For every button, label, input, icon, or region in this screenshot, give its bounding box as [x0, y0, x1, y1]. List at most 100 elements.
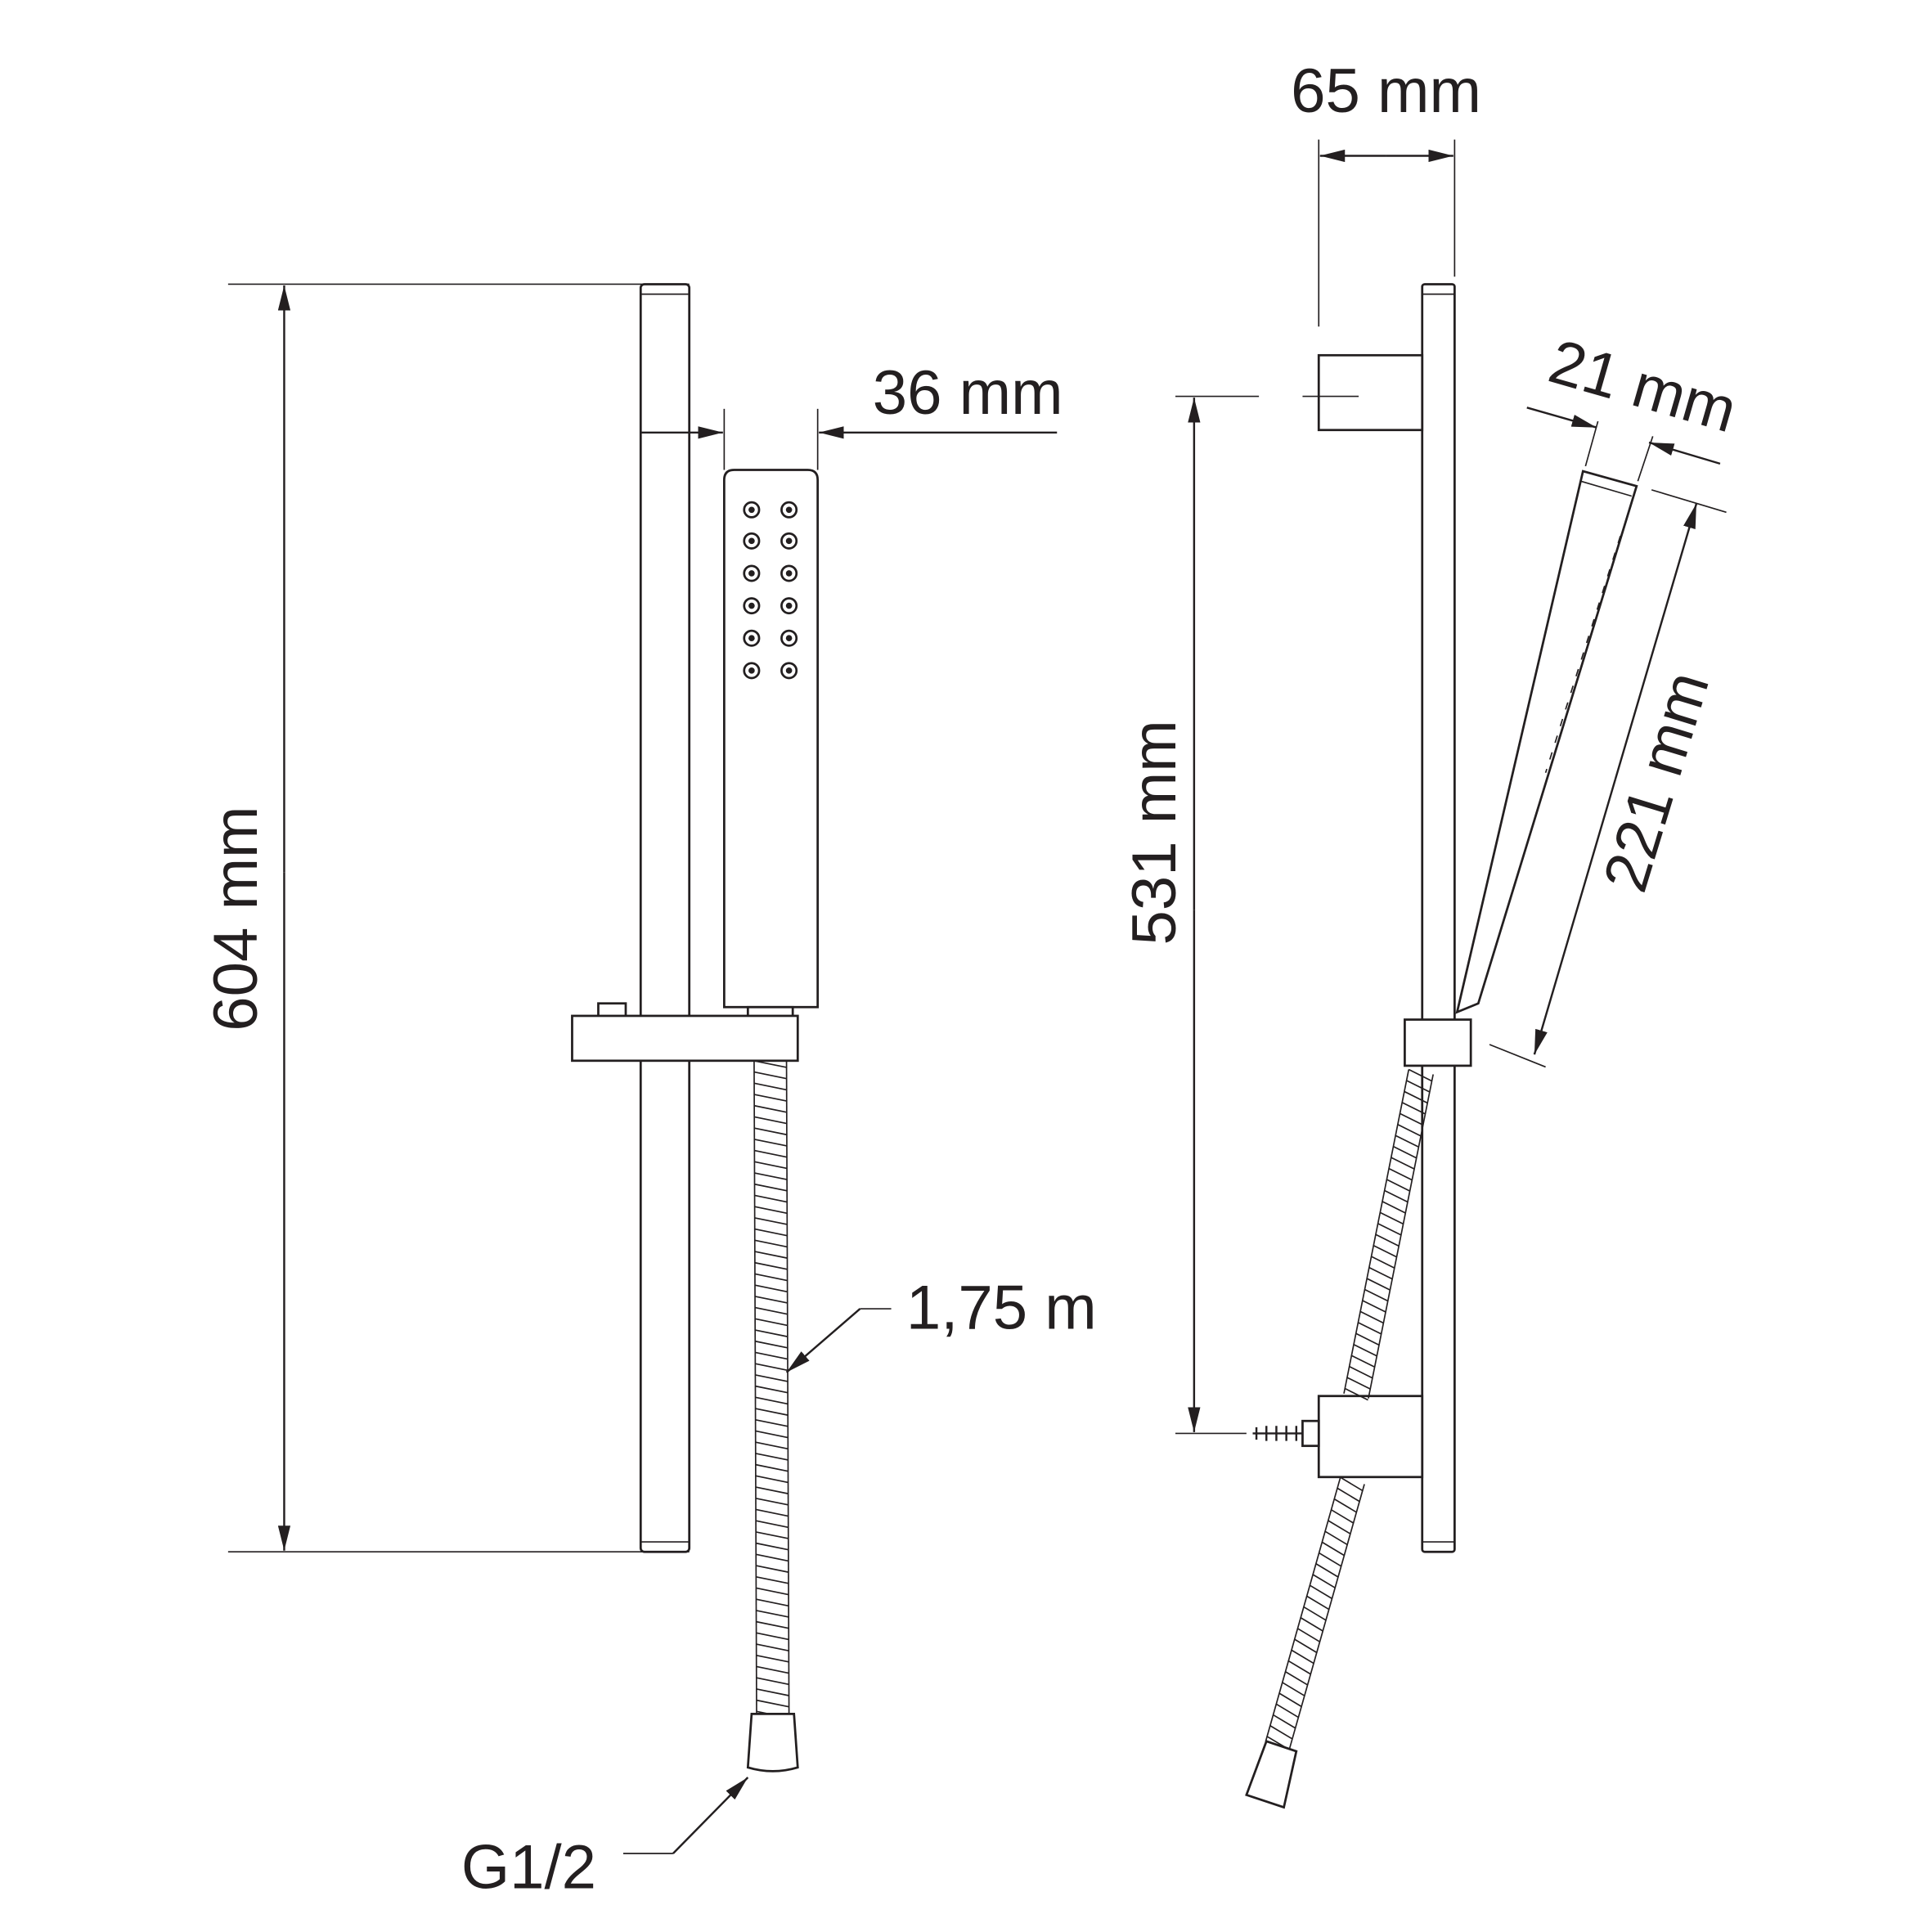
hose-coil — [755, 1374, 789, 1382]
hose-coil — [755, 1520, 789, 1529]
hose-coil — [755, 1497, 789, 1506]
hose-coil — [755, 1531, 789, 1539]
nozzle-hole — [748, 537, 755, 545]
hose-coil — [754, 1251, 788, 1259]
hose-coil — [754, 1284, 788, 1293]
hose-coil — [1315, 1563, 1339, 1578]
hose — [753, 1060, 790, 1719]
bracket-spacing-dimension: 531 mm — [1120, 398, 1247, 1435]
hose-coil — [1406, 1080, 1431, 1093]
hose-coil — [756, 1610, 789, 1618]
hose-coil — [756, 1677, 789, 1686]
hose-coil — [1355, 1332, 1380, 1346]
connection-leader: G1/2 — [461, 1777, 749, 1903]
hose-coil — [1319, 1552, 1342, 1567]
hose-coil — [754, 1296, 788, 1304]
hose-coil — [1303, 1606, 1327, 1621]
depth-dimension: 65 mm — [1291, 56, 1481, 327]
hand-shower-front — [722, 469, 820, 1018]
hose-coil — [1309, 1584, 1332, 1600]
slider-holder — [571, 1002, 799, 1063]
hose-coil — [754, 1273, 788, 1282]
hose-coil — [1331, 1509, 1355, 1524]
hose-coil — [755, 1486, 789, 1494]
hose-edge — [785, 1060, 790, 1714]
hose-coil — [753, 1094, 787, 1102]
hose-edge — [753, 1060, 757, 1714]
hose-coil — [753, 1060, 787, 1068]
hose-coil — [1349, 1365, 1373, 1379]
nozzle-hole — [748, 506, 755, 514]
thickness-dimension: 21 mm — [1526, 326, 1744, 482]
hose-coil — [753, 1082, 787, 1091]
hose-coil — [1324, 1530, 1348, 1546]
front-view: 604 mm 36 mm 1,75 m — [201, 283, 1097, 1903]
slide-rail-side — [1421, 283, 1456, 1553]
hose-coil — [755, 1396, 789, 1405]
hose-coil — [1350, 1355, 1375, 1368]
hose-coil — [755, 1408, 789, 1416]
hose-coil — [1408, 1068, 1432, 1082]
length-label: 221 mm — [1590, 664, 1723, 900]
bottom-wall-bracket — [1252, 1395, 1424, 1479]
hose-edge — [1288, 1484, 1365, 1749]
hose-coil — [755, 1418, 789, 1427]
hose-coil — [754, 1306, 788, 1315]
hose-coil — [754, 1172, 788, 1180]
height-dimension: 604 mm — [201, 283, 690, 1553]
hose-coil — [755, 1351, 789, 1360]
hose-coil — [756, 1553, 789, 1562]
hose-coil — [1391, 1157, 1415, 1170]
hose-coil — [755, 1363, 789, 1372]
nozzle-hole — [785, 537, 793, 545]
hose-length-label: 1,75 m — [906, 1273, 1097, 1342]
hose-coil — [756, 1565, 789, 1573]
hose-length-leader: 1,75 m — [785, 1273, 1097, 1373]
top-wall-bracket — [1175, 353, 1424, 432]
hose-coil — [756, 1542, 789, 1551]
hose-coil — [1346, 1377, 1371, 1390]
hose-coil — [756, 1632, 789, 1641]
width-dimension: 36 mm — [640, 358, 1063, 470]
hose-coil — [1312, 1574, 1336, 1588]
hose-coil — [1333, 1498, 1357, 1513]
hose-coil — [1306, 1595, 1330, 1611]
hose-coil — [756, 1688, 789, 1696]
hose-coil — [754, 1194, 788, 1203]
hose-coil — [1373, 1244, 1397, 1258]
slide-rail — [639, 283, 691, 1553]
hose-coil — [1386, 1179, 1411, 1192]
nozzle-hole — [748, 570, 755, 577]
hose-coil — [756, 1699, 789, 1708]
hose-coil — [754, 1127, 788, 1136]
connection-label: G1/2 — [461, 1833, 596, 1903]
hose-coil — [753, 1071, 787, 1080]
hand-shower-side — [1455, 470, 1638, 1014]
hose-coil — [756, 1654, 789, 1663]
hose-coil — [1291, 1649, 1314, 1665]
hose-coil — [1328, 1520, 1351, 1534]
hose-connector — [746, 1712, 799, 1772]
hose-coil — [1395, 1134, 1419, 1148]
height-label: 604 mm — [201, 806, 271, 1031]
nozzle-hole — [748, 667, 755, 674]
hose-coil — [755, 1340, 789, 1349]
hose-coil — [1340, 1476, 1364, 1492]
hose-coil — [1269, 1725, 1293, 1740]
hose-edge — [1343, 1069, 1410, 1394]
hose-coil — [755, 1329, 789, 1337]
hose-coil — [1353, 1344, 1377, 1357]
hose-coil — [754, 1139, 788, 1147]
hose-coil — [1368, 1266, 1393, 1280]
hose-coil — [754, 1183, 788, 1192]
hose-coil — [1362, 1300, 1386, 1313]
slider-holder-side — [1404, 1018, 1472, 1067]
hose-coil — [754, 1206, 788, 1215]
hose-coil — [1344, 1387, 1368, 1401]
hose-side — [1265, 1068, 1434, 1750]
hose-coil — [756, 1587, 789, 1596]
hose-coil — [1297, 1628, 1320, 1642]
hose-coil — [1371, 1256, 1395, 1269]
hose-coil — [755, 1453, 789, 1461]
hose-coil — [754, 1318, 788, 1327]
